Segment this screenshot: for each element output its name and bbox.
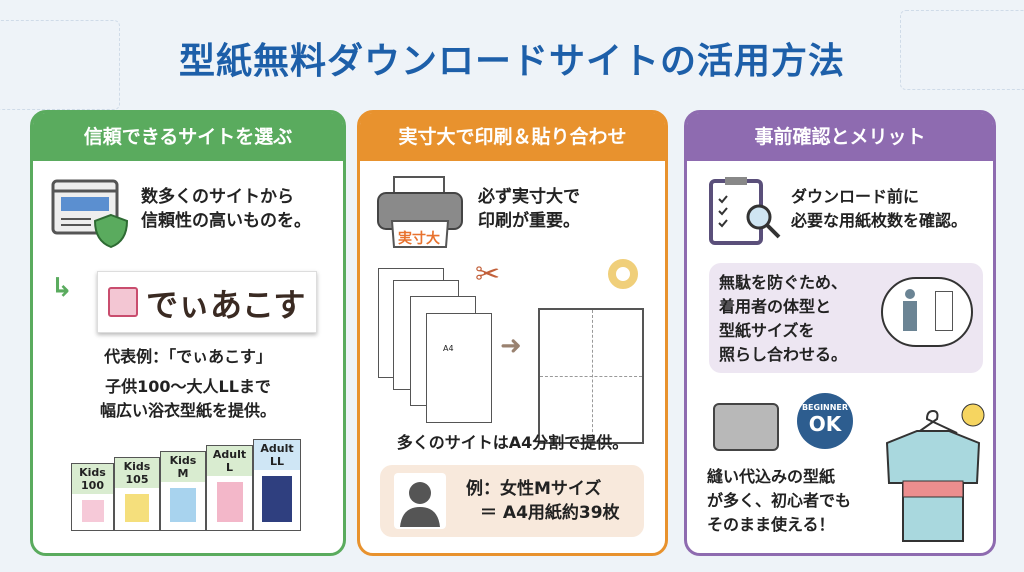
- description-text: 多くのサイトはA4分割で提供。: [396, 433, 629, 452]
- example-box: 例：女性Mサイズ ＝ A4用紙約39枚: [380, 465, 644, 537]
- thought-bubble-icon: [881, 277, 973, 347]
- description-line: 信頼性の高いものを。: [141, 211, 311, 231]
- pattern-sheet: A4: [426, 313, 492, 423]
- beginner-ok-badge: BEGINNER OK: [797, 393, 853, 449]
- tip-line: 照らし合わせる。: [719, 345, 848, 364]
- tip-line: 型紙サイズを: [719, 321, 815, 340]
- sewing-machine-icon: [713, 403, 779, 451]
- description-line: そのまま使える！: [707, 515, 835, 534]
- panel-header: 信頼できるサイトを選ぶ: [33, 113, 343, 161]
- tip-box: 無駄を防ぐため、 着用者の体型と 型紙サイズを 照らし合わせる。: [709, 263, 983, 373]
- description-line: 子供100〜大人LLまで: [105, 377, 271, 396]
- clipboard-search-icon: [709, 177, 781, 245]
- sheet-label: A4: [443, 344, 454, 353]
- printer-icon: [377, 176, 463, 248]
- kimono-logo-icon: [108, 287, 138, 317]
- tip-line: 着用者の体型と: [719, 297, 832, 316]
- description-line: 縫い代込みの型紙: [707, 467, 836, 486]
- description-line: 必要な用紙枚数を確認。: [791, 211, 968, 230]
- site-logo-card[interactable]: でぃあこす: [97, 271, 317, 333]
- description-line: 印刷が重要。: [478, 211, 580, 231]
- panel-header: 事前確認とメリット: [687, 113, 993, 161]
- scissors-icon: ✂: [475, 257, 501, 292]
- tape-icon: [608, 259, 638, 289]
- panel-check: 事前確認とメリット ダウンロード前に 必要な用紙枚数を確認。 無駄を防ぐため、 …: [684, 110, 996, 556]
- secure-browser-icon: [51, 179, 129, 249]
- arrow-right-icon: ➜: [500, 331, 522, 361]
- panel-header: 実寸大で印刷＆貼り合わせ: [360, 113, 665, 161]
- description-line: 数多くのサイトから: [141, 187, 294, 207]
- arrow-icon: ↳: [51, 273, 73, 303]
- example-text: 代表例：「でぃあこす」: [104, 347, 272, 366]
- description-line: が多く、初心者でも: [707, 491, 852, 510]
- printer-paper-label: 実寸大: [398, 231, 440, 247]
- page-title: 型紙無料ダウンロードサイトの活用方法: [178, 41, 845, 82]
- description-line: ダウンロード前に: [791, 187, 920, 206]
- description-line: 幅広い浴衣型紙を提供。: [99, 401, 276, 420]
- panel-choose-site: 信頼できるサイトを選ぶ 数多くのサイトから 信頼性の高いものを。 ↳ でぃあこす…: [30, 110, 346, 556]
- person-silhouette-icon: [394, 473, 446, 529]
- panel-print: 実寸大で印刷＆貼り合わせ 実寸大 必ず実寸大で 印刷が重要。 A4 ✂ ➜ 多く…: [357, 110, 668, 556]
- description-line: 必ず実寸大で: [478, 187, 580, 207]
- assembled-pattern: [538, 308, 644, 444]
- example-line: 例：女性Mサイズ: [466, 479, 602, 499]
- yukata-hanger-icon: [885, 403, 985, 542]
- tip-line: 無駄を防ぐため、: [719, 273, 848, 292]
- logo-text: でぃあこす: [146, 286, 306, 324]
- example-line: ＝ A4用紙約39枚: [480, 503, 620, 523]
